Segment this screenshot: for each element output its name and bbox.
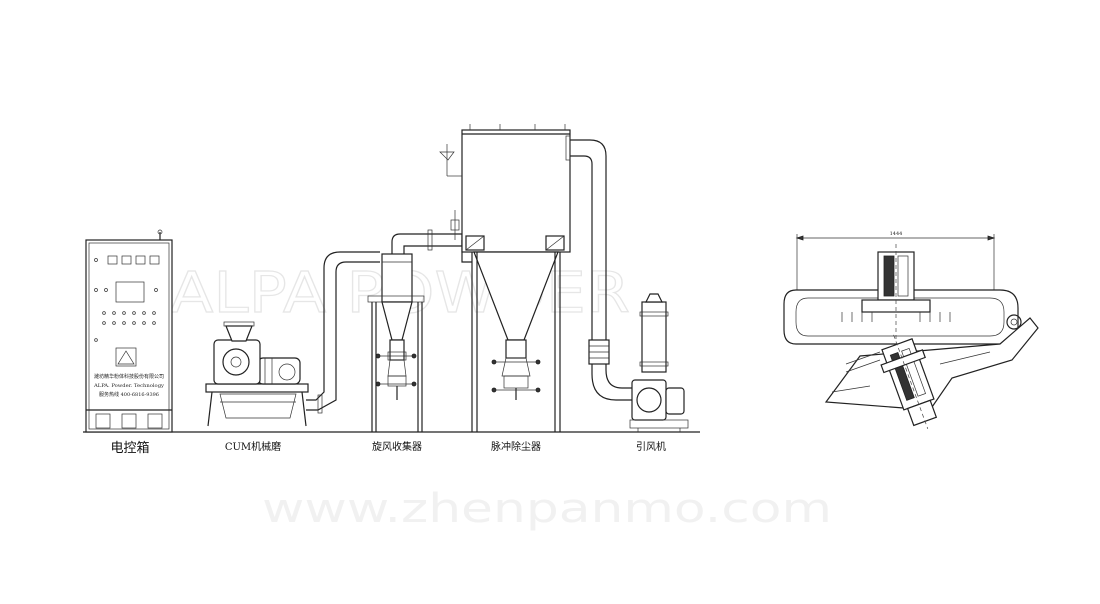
mill-cross-section-detail: 1444 — [783, 231, 1039, 429]
label-induced-fan: 引风机 — [636, 440, 666, 453]
dimension-value: 1444 — [890, 231, 903, 237]
cabinet-company-text: 潍坊精华粉体科技股份有限公司 — [94, 373, 164, 380]
induced-draft-fan — [629, 293, 689, 432]
label-pulse-dust-collector: 脉冲除尘器 — [491, 440, 541, 453]
cabinet-brand-text: ALPA. Powder. Technology — [93, 383, 164, 389]
label-electric-cabinet: 电控箱 — [110, 440, 149, 456]
high-voltage-warning-icon — [117, 350, 135, 365]
cyclone-collector — [367, 229, 472, 432]
watermark-url: www.zhenpanmo.com — [262, 486, 832, 532]
cum-mechanical-mill — [205, 321, 309, 427]
cabinet-phone-text: 服务热线 400-6816-9396 — [99, 391, 159, 398]
label-cyclone: 旋风收集器 — [372, 440, 422, 453]
pipe-dust-to-fan — [570, 139, 632, 401]
label-cum-mill: CUM机械磨 — [225, 440, 281, 453]
electric-control-cabinet: 潍坊精华粉体科技股份有限公司 ALPA. Powder. Technology … — [85, 229, 173, 433]
expansion-bellows — [588, 339, 610, 365]
pulse-dust-collector — [439, 124, 571, 432]
pipe-mill-to-cyclone — [306, 251, 380, 411]
